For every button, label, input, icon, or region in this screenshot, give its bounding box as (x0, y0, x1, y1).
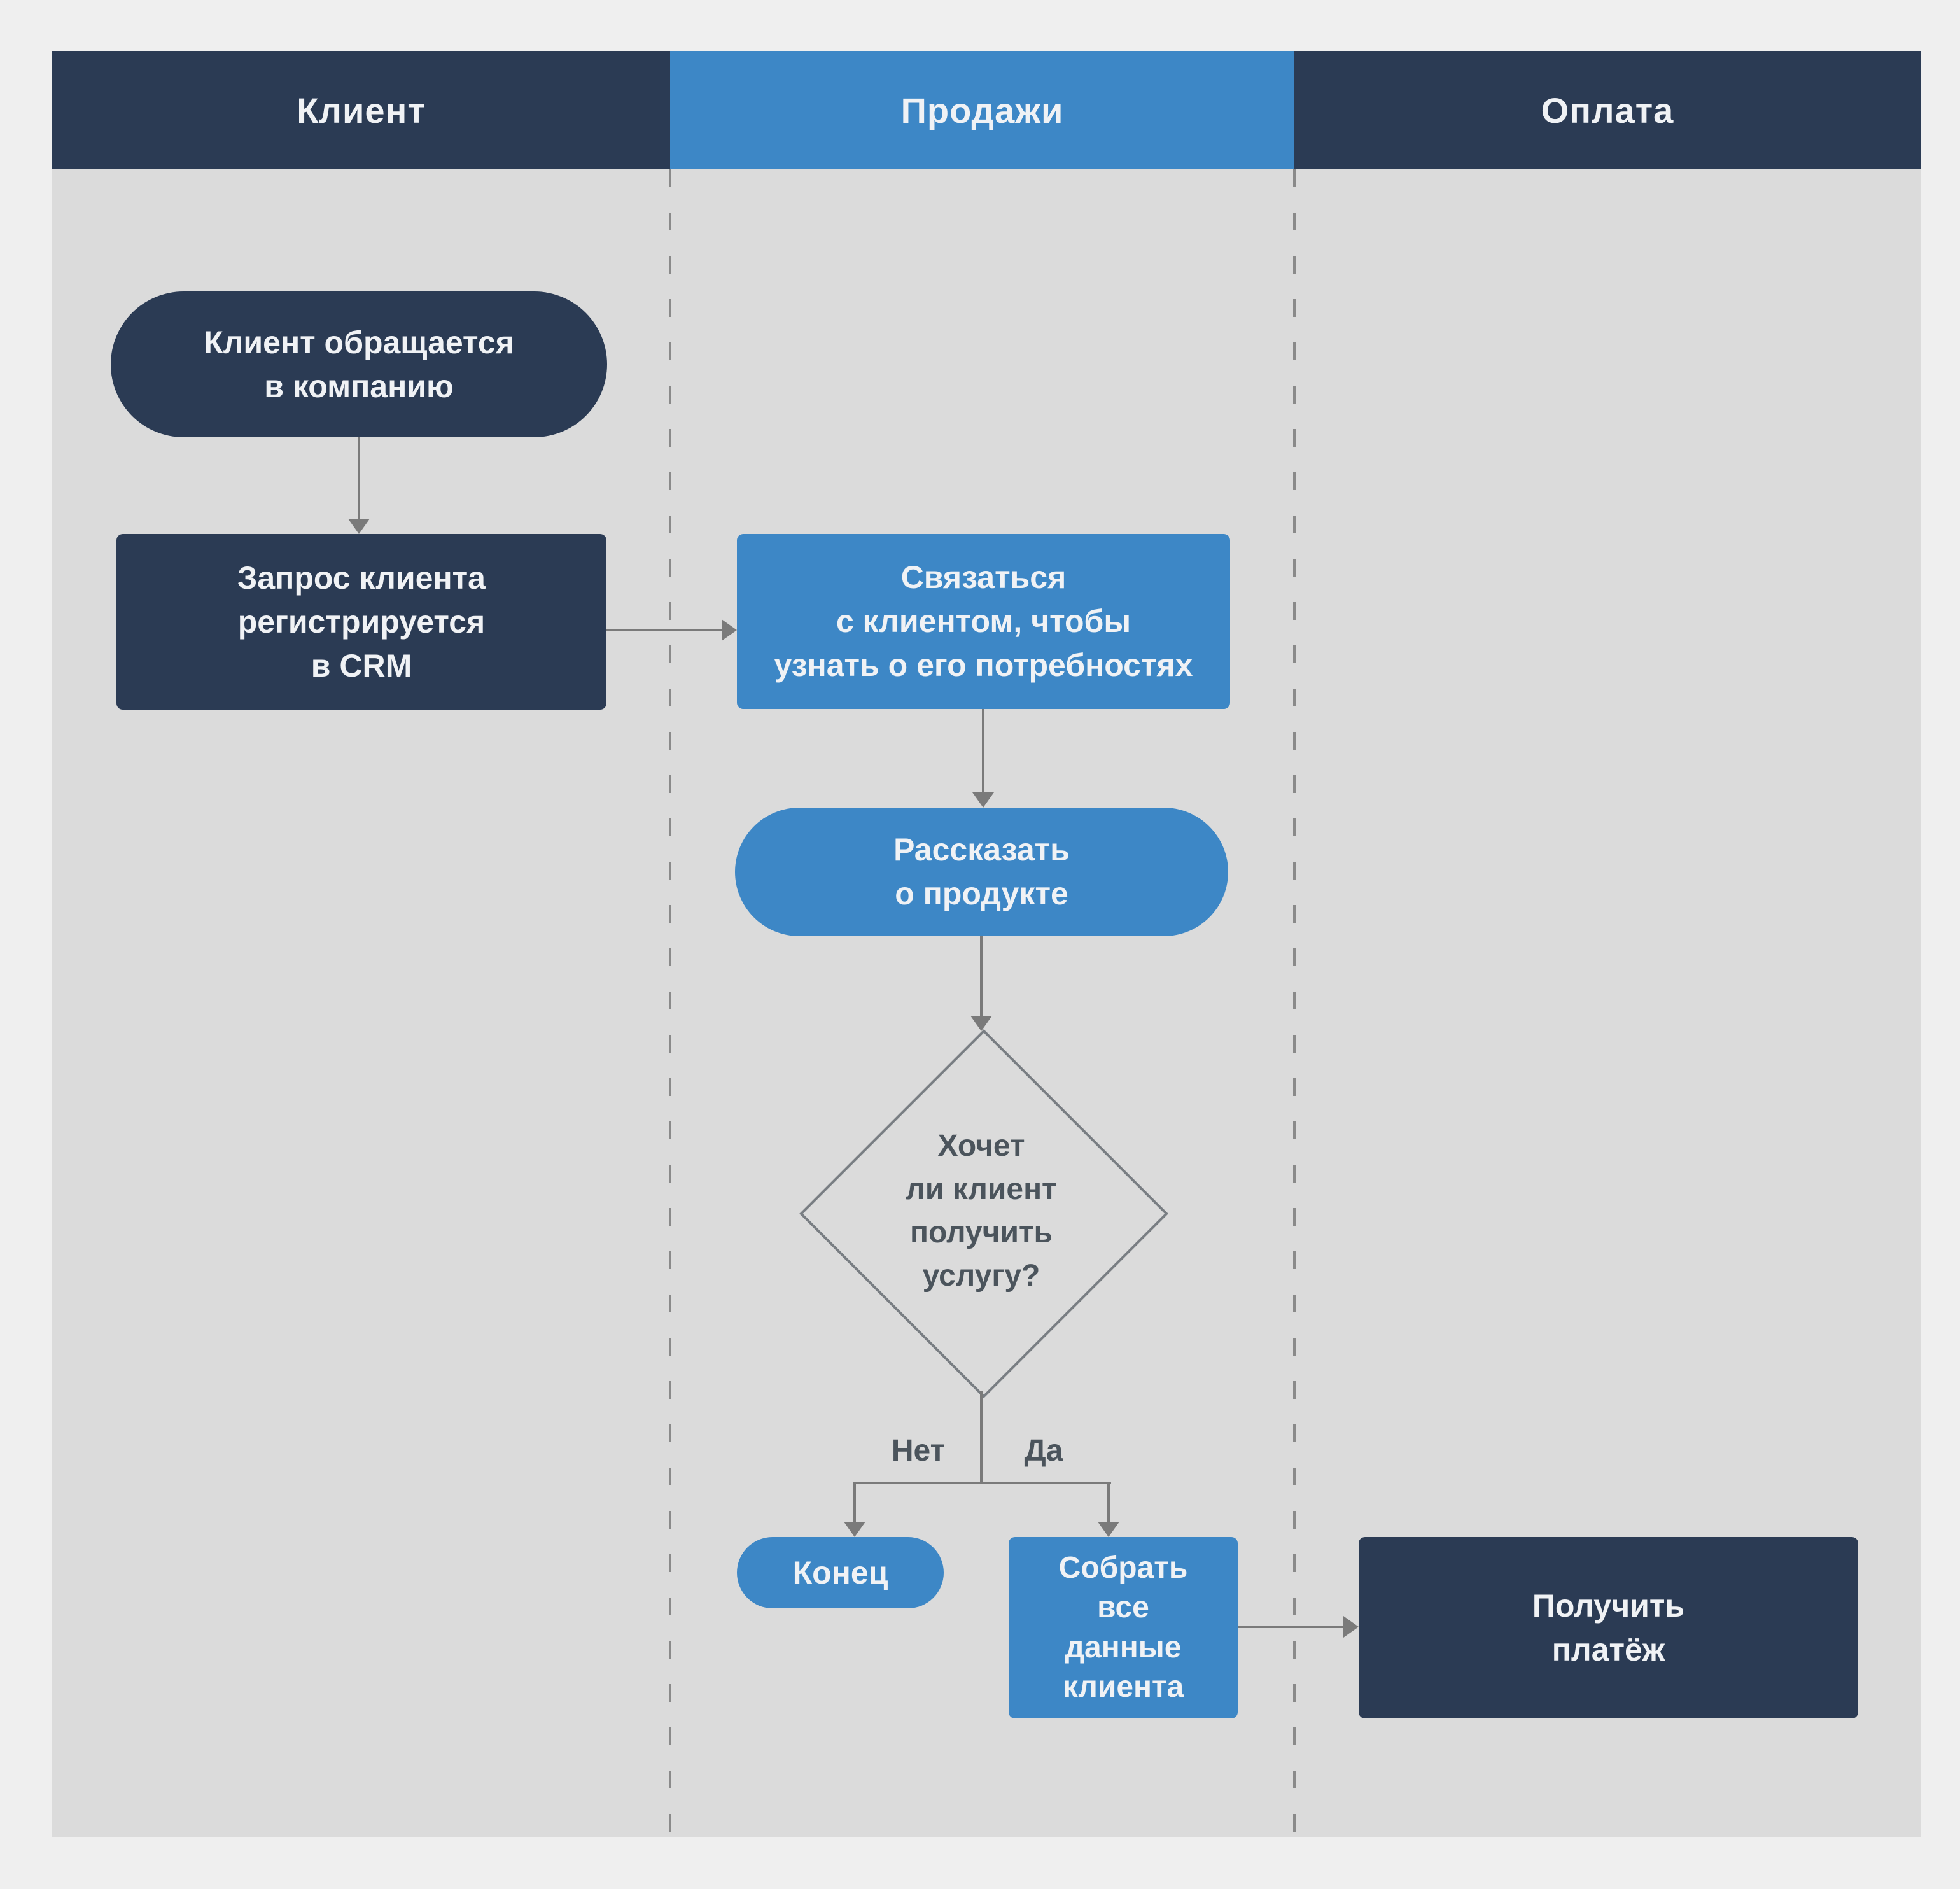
edge-start-to-crm (358, 437, 360, 521)
edge-crm-to-contact-arrowhead-icon (722, 619, 737, 641)
edge-decision-stem (980, 1391, 983, 1484)
edge-collect-to-payment (1238, 1626, 1345, 1628)
swimlane-header-sales[interactable]: Продажи (670, 51, 1294, 169)
node-collect-data-label: Собрать все данные клиента (1058, 1550, 1188, 1704)
edge-label-yes: Да (1024, 1434, 1063, 1468)
edge-start-to-crm-arrowhead-icon (348, 519, 370, 534)
node-receive-payment-label: Получить платёж (1532, 1587, 1685, 1668)
edge-contact-to-tell (982, 709, 984, 794)
node-start-terminator[interactable]: Клиент обращается в компанию (111, 291, 607, 437)
edge-collect-to-payment-arrowhead-icon (1343, 1616, 1359, 1638)
node-contact-client-label: Связаться с клиентом, чтобы узнать о его… (774, 559, 1193, 683)
edge-crm-to-contact (606, 629, 723, 631)
swimlane-header-payment[interactable]: Оплата (1294, 51, 1921, 169)
node-collect-data[interactable]: Собрать все данные клиента (1009, 1537, 1238, 1718)
node-tell-product[interactable]: Рассказать о продукте (735, 808, 1228, 936)
edge-no-branch (853, 1482, 856, 1523)
edge-yes-branch (1107, 1482, 1110, 1523)
swimlane-header-sales-label: Продажи (900, 90, 1064, 130)
swimlane-header-client[interactable]: Клиент (52, 51, 670, 169)
node-end-terminator[interactable]: Конец (737, 1537, 944, 1608)
node-crm-register-label: Запрос клиента регистрируется в CRM (237, 559, 486, 684)
edge-tell-to-decision-arrowhead-icon (970, 1016, 992, 1031)
node-start-label: Клиент обращается в компанию (204, 324, 514, 404)
node-end-label: Конец (792, 1554, 888, 1591)
edge-yes-branch-arrowhead-icon (1098, 1522, 1119, 1537)
node-contact-client[interactable]: Связаться с клиентом, чтобы узнать о его… (737, 534, 1230, 709)
edge-branch-bar (853, 1482, 1111, 1484)
edge-no-branch-arrowhead-icon (844, 1522, 865, 1537)
edge-contact-to-tell-arrowhead-icon (972, 792, 994, 808)
swimlane-header-client-label: Клиент (297, 90, 426, 130)
swimlane-header-payment-label: Оплата (1541, 90, 1674, 130)
lane-divider-1 (669, 169, 671, 1837)
lane-divider-2 (1293, 169, 1296, 1837)
node-decision-label: Хочет ли клиент получить услугу? (906, 1128, 1057, 1293)
node-receive-payment[interactable]: Получить платёж (1359, 1537, 1858, 1718)
node-tell-product-label: Рассказать о продукте (893, 832, 1070, 911)
edge-tell-to-decision (980, 936, 983, 1017)
node-crm-register[interactable]: Запрос клиента регистрируется в CRM (116, 534, 606, 710)
edge-label-no: Нет (891, 1434, 946, 1468)
